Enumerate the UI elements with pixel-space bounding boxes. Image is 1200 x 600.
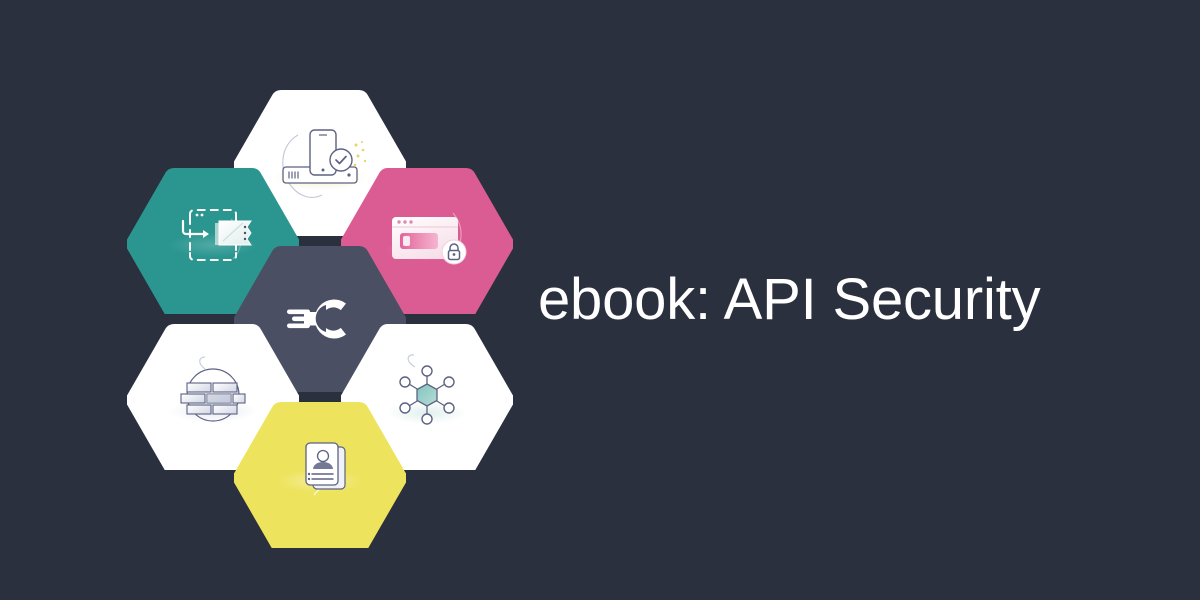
hex-cell-upper-right: [341, 165, 513, 314]
hex-cell-top: [234, 87, 406, 236]
token-exchange-icon: [169, 209, 257, 261]
hex-cell-upper-left: [127, 165, 299, 314]
hex-cell-center: [234, 243, 406, 392]
cequence-logo-icon: [287, 299, 346, 339]
mobile-verified-icon: [272, 129, 368, 198]
api-network-node-icon: [387, 354, 467, 425]
hex-cell-lower-right: [341, 321, 513, 470]
secure-browser-icon: [385, 212, 469, 265]
hex-cell-lower-left: [127, 321, 299, 470]
hex-cell-bottom: [234, 399, 406, 548]
identity-document-icon: [276, 442, 364, 496]
api-security-icon-honeycomb: [127, 87, 513, 548]
firewall-globe-icon: [169, 356, 257, 423]
banner-title-block: ebook: API Security: [538, 0, 1041, 600]
page-title: ebook: API Security: [538, 267, 1041, 332]
